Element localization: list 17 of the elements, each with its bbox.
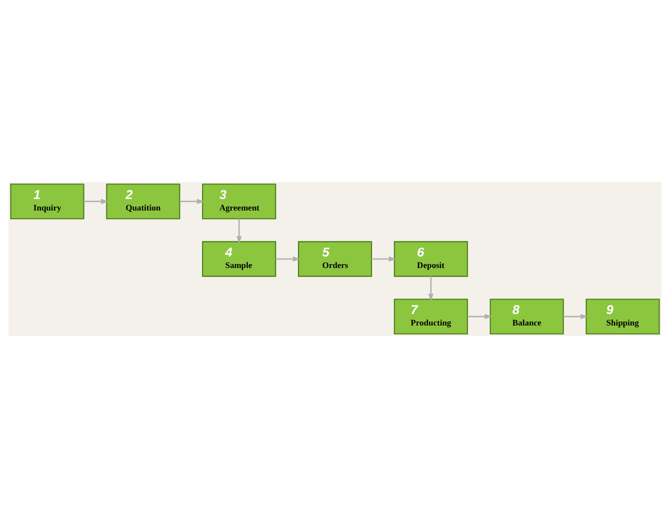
node-box: 5 Orders	[298, 241, 372, 277]
arrow	[467, 314, 492, 320]
node-box: 9 Shipping	[586, 298, 660, 334]
arrow	[236, 218, 242, 244]
node-box: 7 Producting	[394, 298, 468, 334]
node-box: 8 Balance	[490, 298, 564, 334]
arrow	[276, 256, 300, 262]
arrow	[372, 256, 396, 262]
arrow	[428, 276, 434, 302]
arrow	[563, 314, 588, 320]
node-box: 2 Quatition	[106, 184, 180, 220]
node-box: 4 Sample	[202, 241, 276, 277]
node-box: 1 Inquiry	[10, 184, 84, 220]
arrow	[84, 198, 109, 204]
node-box: 6 Deposit	[394, 241, 468, 277]
arrow	[180, 198, 204, 204]
node-box: 3 Agreement	[202, 184, 276, 220]
